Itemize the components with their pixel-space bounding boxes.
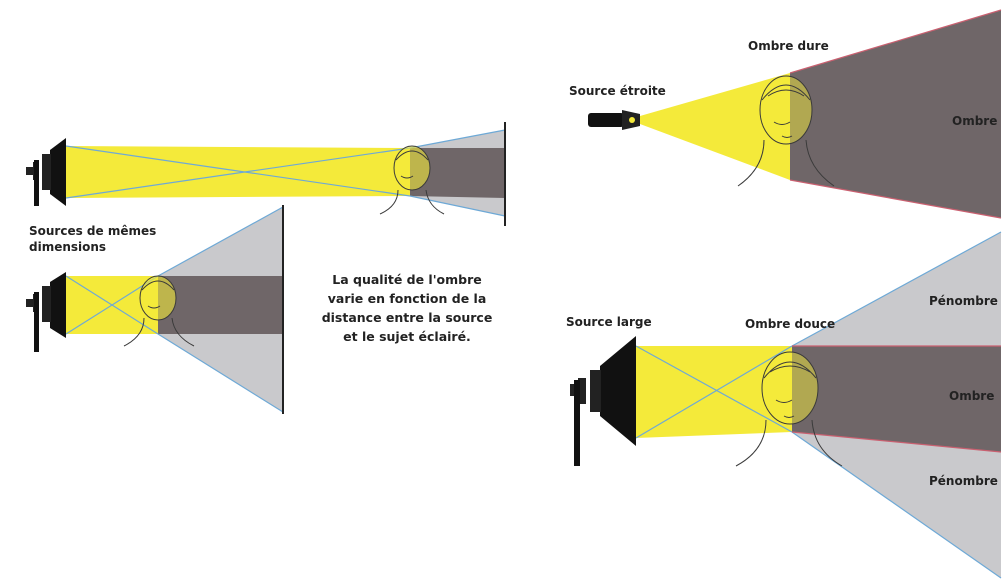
label-soft-shadow: Ombre douce: [745, 317, 836, 331]
label-penumbra-bottom: Pénombre: [929, 474, 998, 488]
ray-line: [157, 206, 284, 277]
label-same-size-sources: Sources de mêmes dimensions: [29, 224, 157, 254]
shadow-zone: [792, 346, 1001, 452]
shadow-zone: [158, 276, 283, 334]
ray-line: [157, 333, 284, 413]
face-icon: [379, 145, 445, 215]
ray-line: [791, 431, 1002, 579]
ray-line: [65, 147, 411, 199]
shadow-zone: [790, 10, 1001, 218]
ray-line: [635, 345, 793, 433]
edge-line: [789, 179, 1002, 219]
panel-same-source-far: [26, 122, 506, 226]
label-hard-shadow: Ombre dure: [748, 39, 829, 53]
caption-text: La qualité de l'ombre varie en fonction …: [321, 272, 493, 344]
flashlight-icon: [588, 110, 640, 130]
lamp-icon: [26, 138, 66, 206]
label-shadow-bottom: Ombre: [949, 389, 995, 403]
ray-line: [409, 129, 506, 149]
panel-narrow-source: [588, 9, 1002, 219]
label-shadow-top: Ombre: [952, 114, 998, 128]
ray-line: [409, 195, 506, 217]
panel-wide-source: [570, 231, 1002, 579]
ray-line: [791, 231, 1002, 347]
light-beam: [640, 73, 790, 180]
face-icon: [737, 75, 835, 187]
ray-line: [635, 345, 793, 439]
label-narrow-source: Source étroite: [569, 84, 666, 98]
edge-line: [789, 9, 1002, 74]
lamp-icon: [26, 272, 66, 352]
panel-same-source-near: [26, 205, 284, 414]
label-wide-source: Source large: [566, 315, 652, 329]
softbox-lamp-icon: [570, 336, 636, 466]
label-penumbra-top: Pénombre: [929, 294, 998, 308]
edge-line: [791, 431, 1002, 453]
face-icon: [123, 275, 195, 347]
shadow-zone: [410, 148, 505, 198]
face-icon: [735, 351, 843, 467]
ray-line: [65, 145, 411, 197]
